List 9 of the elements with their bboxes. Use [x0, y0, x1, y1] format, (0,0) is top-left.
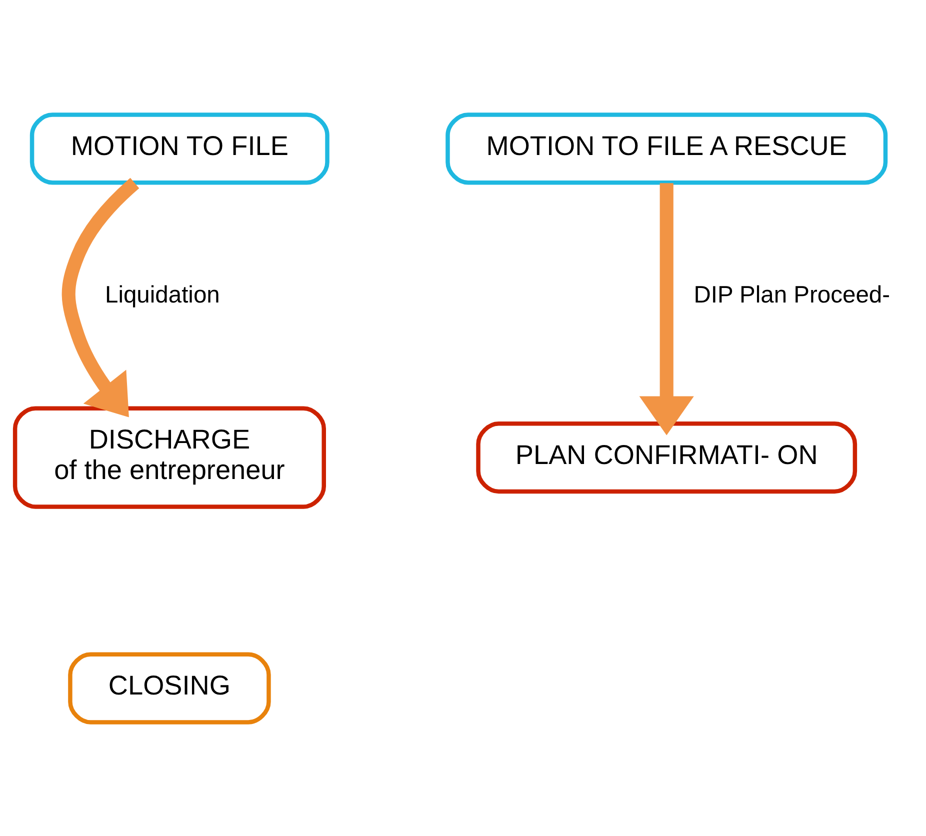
edge-label: DIP Plan Proceed- [694, 281, 890, 308]
node-box: CLOSING [68, 652, 271, 724]
arrow [62, 177, 140, 417]
edge-label: Liquidation [104, 281, 220, 308]
node-box: MOTION TO FILE A RESCUE [446, 112, 888, 184]
node-box: PLAN CONFIRMATI- ON [476, 420, 858, 494]
node-box: DISCHARGE of the entrepreneur [12, 406, 326, 508]
arrow [639, 182, 694, 435]
node-box: MOTION TO FILE [30, 112, 330, 184]
